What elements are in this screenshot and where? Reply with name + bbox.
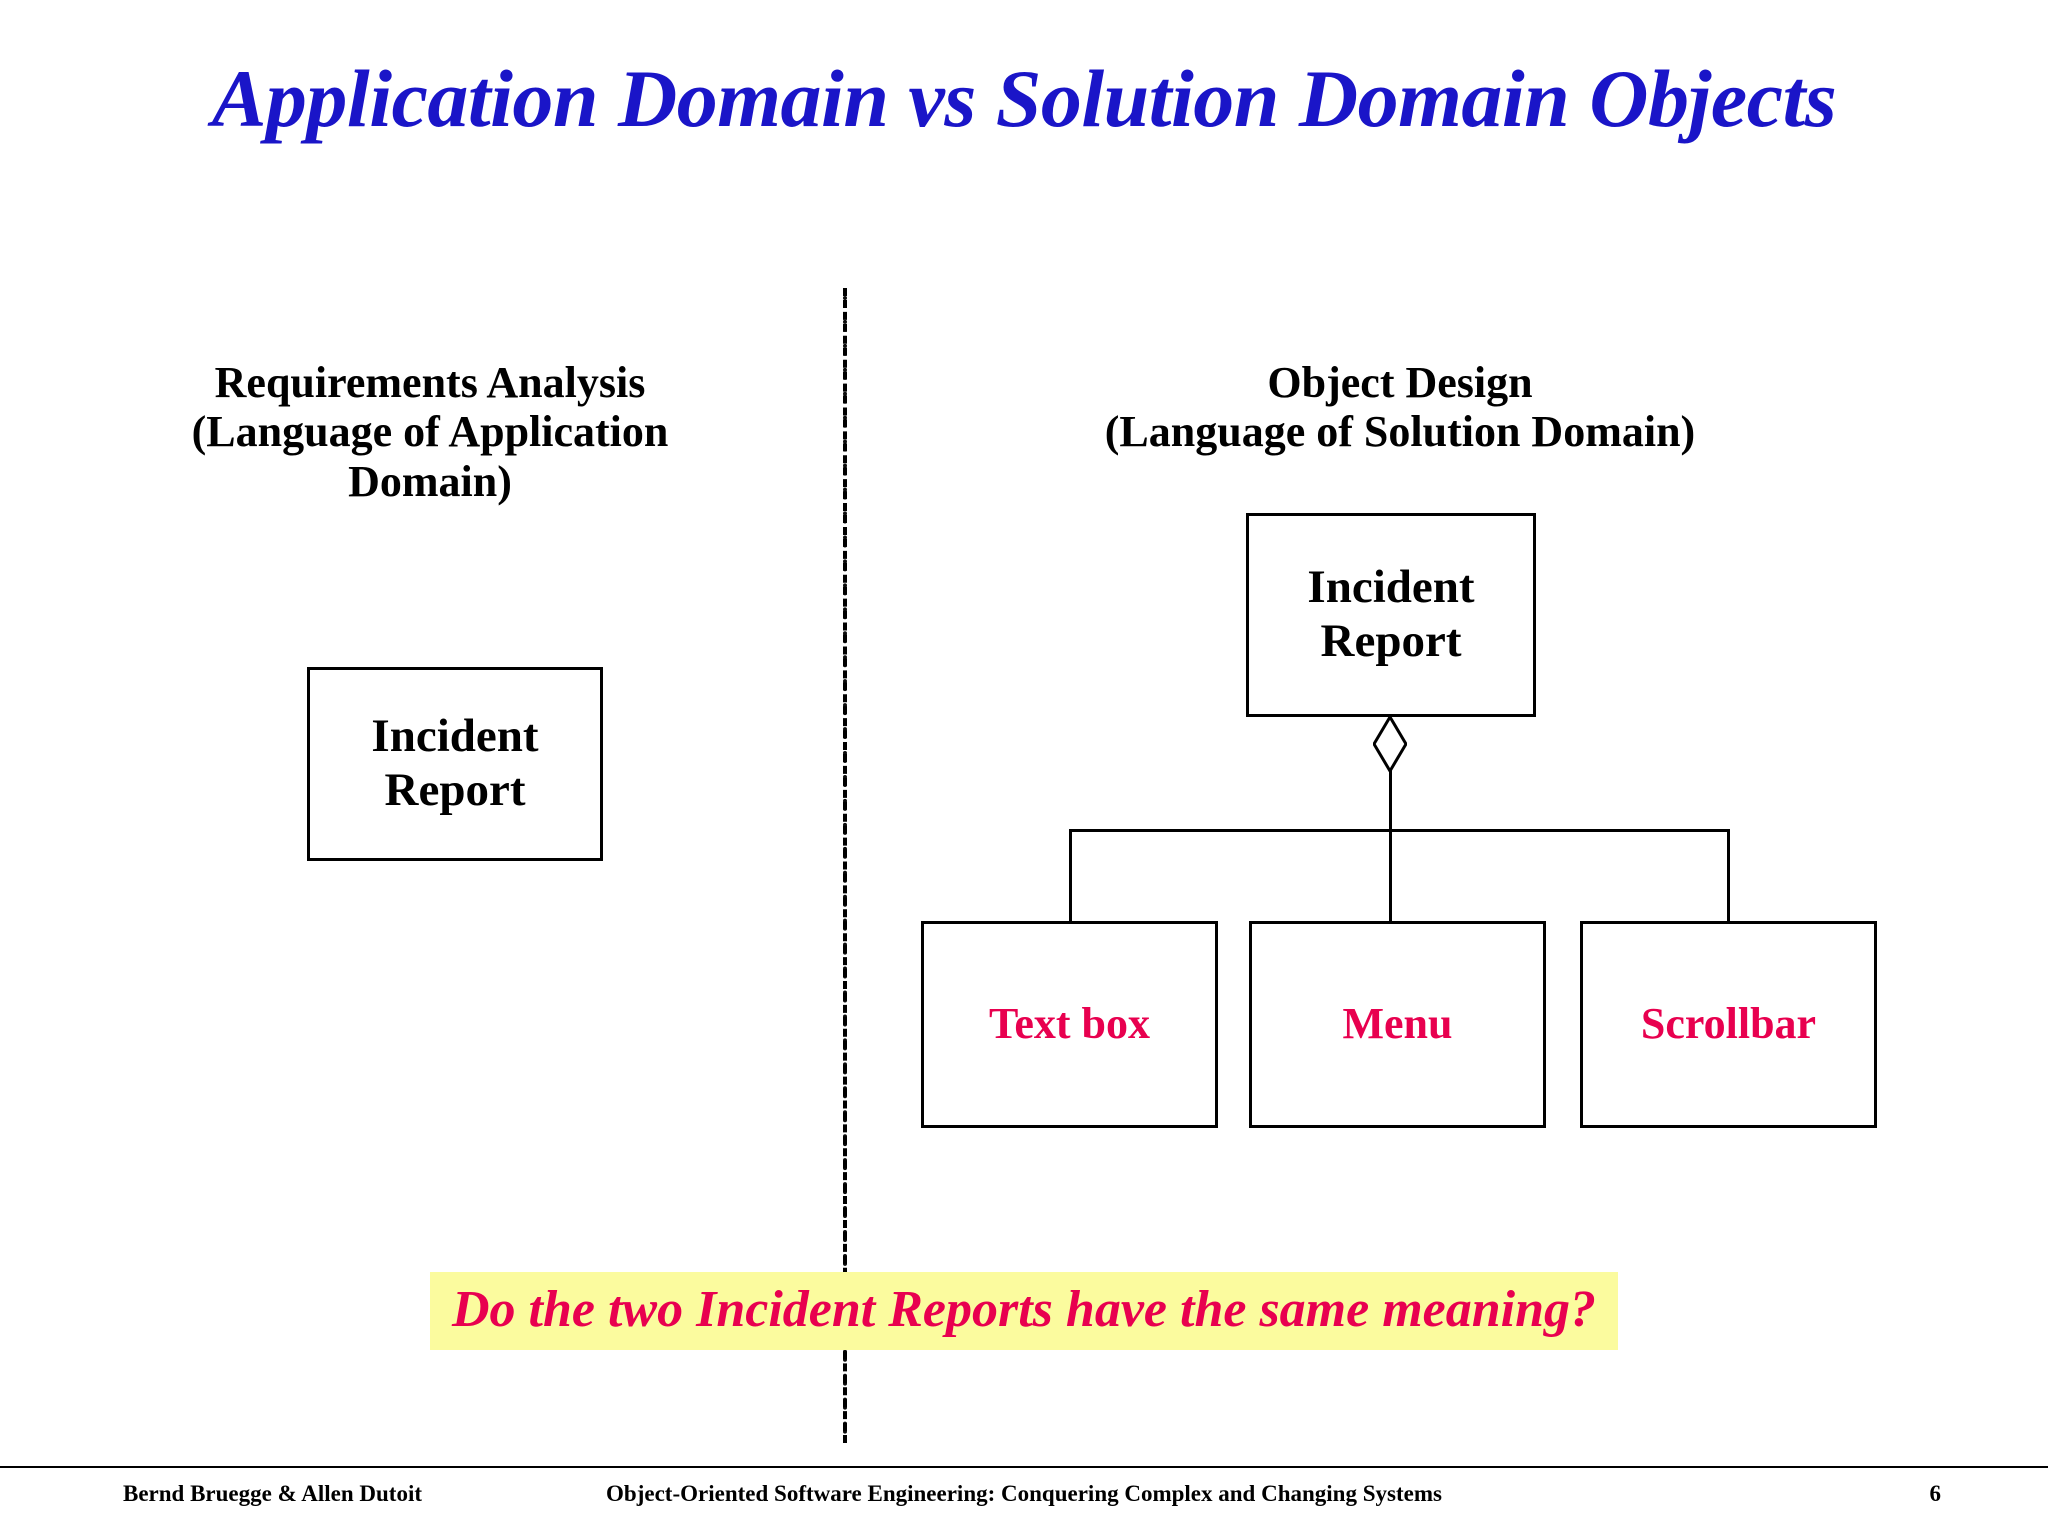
connector-stem [1389, 770, 1392, 922]
aggregation-diamond-icon [1373, 716, 1407, 772]
uml-box-label: Menu [1342, 999, 1453, 1049]
caption-container: Do the two Incident Reports have the sam… [0, 1272, 2048, 1350]
uml-box-analysis-incident-report: Incident Report [307, 667, 603, 861]
uml-box-label: Text box [989, 999, 1150, 1049]
uml-box-label: Incident Report [1307, 561, 1475, 667]
right-heading-line-2: (Language of Solution Domain) [1104, 407, 1696, 457]
left-heading-line-2: (Language of Application Domain) [191, 407, 669, 506]
connector-horizontal-bar [1069, 829, 1730, 832]
right-heading-line-1: Object Design [1267, 358, 1533, 407]
connector-drop-right [1727, 829, 1730, 922]
footer-authors: Bernd Bruegge & Allen Dutoit [123, 1481, 422, 1506]
highlighted-question: Do the two Incident Reports have the sam… [429, 1272, 1619, 1350]
uml-box-label: Incident Report [371, 710, 539, 816]
right-column-heading: Object Design (Language of Solution Doma… [1020, 358, 1780, 457]
page-title: Application Domain vs Solution Domain Ob… [211, 53, 1837, 144]
footer-book-title: Object-Oriented Software Engineering: Co… [606, 1481, 1442, 1506]
footer-page-number: 6 [1929, 1481, 1942, 1506]
uml-box-design-incident-report: Incident Report [1246, 513, 1536, 717]
left-heading-line-1: Requirements Analysis [214, 358, 646, 407]
uml-box-text-box: Text box [921, 921, 1218, 1128]
domain-divider-dots [843, 288, 847, 1443]
uml-box-scrollbar: Scrollbar [1580, 921, 1877, 1128]
left-column-heading: Requirements Analysis (Language of Appli… [120, 358, 740, 506]
uml-box-label: Scrollbar [1640, 999, 1817, 1049]
footer-divider-rule [0, 1466, 2048, 1468]
uml-box-menu: Menu [1249, 921, 1546, 1128]
connector-drop-left [1069, 829, 1072, 922]
